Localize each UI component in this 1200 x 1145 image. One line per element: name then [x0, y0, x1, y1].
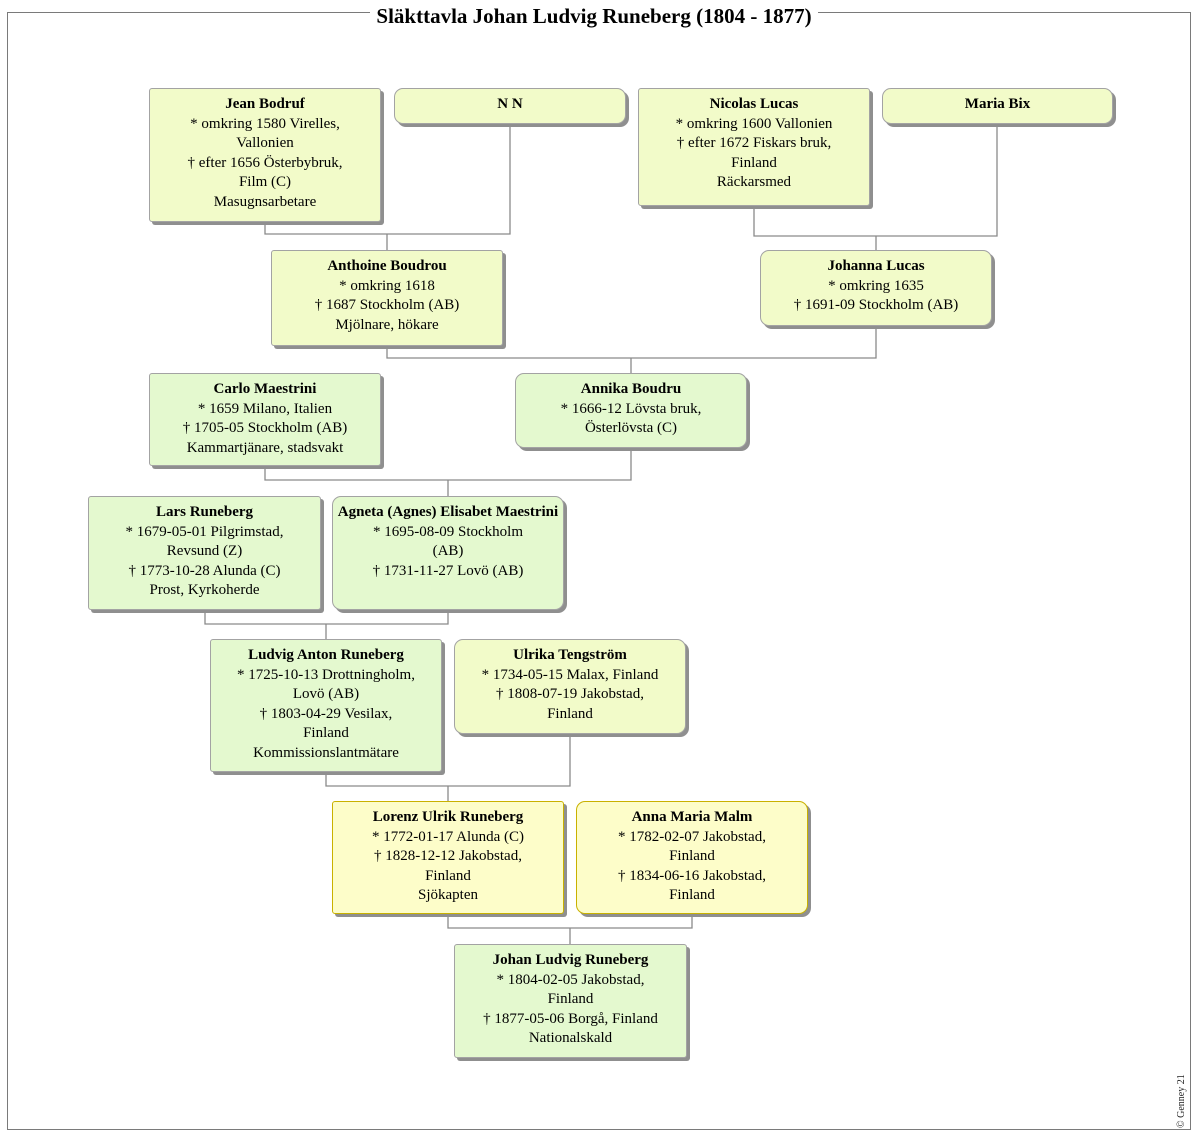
person-annika-boudru[interactable]: Annika Boudru * 1666-12 Lövsta bruk, Öster…: [515, 373, 747, 448]
connector-lorenz-anna: [447, 914, 693, 929]
person-detail-line: * omkring 1600 Vallonien: [675, 115, 833, 132]
person-detail-line: Prost, Kyrkoherde: [149, 582, 260, 599]
person-name: Johan Ludvig Runeberg: [492, 952, 649, 968]
person-lorenz-ulrik-runeberg[interactable]: Lorenz Ulrik Runeberg * 1772-01-17 Alunda…: [332, 801, 564, 914]
chart-title: Släkttavla Johan Ludvig Runeberg (1804 -…: [0, 4, 1188, 29]
person-name: Johanna Lucas: [827, 258, 925, 274]
person-detail-line: † 1808-07-19 Jakobstad,: [496, 686, 644, 703]
connector-lars-agneta: [204, 610, 449, 625]
person-detail-line: * 1666-12 Lövsta bruk,: [560, 400, 702, 417]
person-ludvig-anton-runeberg[interactable]: Ludvig Anton Runeberg * 1725-10-13 Drottn…: [210, 639, 442, 772]
person-detail-line: * 1725-10-13 Drottningholm,: [237, 666, 415, 683]
person-detail-line: * 1695-08-09 Stockholm: [373, 523, 523, 540]
person-name: Lorenz Ulrik Runeberg: [372, 809, 524, 825]
person-agneta-maestrini[interactable]: Agneta (Agnes) Elisabet Maestrini * 1695-…: [332, 496, 564, 610]
person-detail-line: Finland: [303, 725, 349, 742]
person-detail-line: * 1659 Milano, Italien: [197, 400, 333, 417]
person-detail-line: † 1705-05 Stockholm (AB): [182, 420, 348, 437]
person-detail-line: † 1687 Stockholm (AB): [314, 297, 460, 314]
person-detail-line: † 1828-12-12 Jakobstad,: [374, 848, 522, 865]
person-detail-line: (AB): [432, 543, 464, 560]
person-carlo-maestrini[interactable]: Carlo Maestrini * 1659 Milano, Italien † 1…: [149, 373, 381, 466]
person-name: Ludvig Anton Runeberg: [248, 647, 404, 663]
person-anthoine-boudrou[interactable]: Anthoine Boudrou * omkring 1618 † 1687 Sto…: [271, 250, 503, 346]
person-ulrika-tengstrom[interactable]: Ulrika Tengström * 1734-05-15 Malax, Finl…: [454, 639, 686, 734]
person-detail-line: Lovö (AB): [292, 686, 360, 703]
person-detail-line: Räckarsmed: [716, 174, 792, 191]
person-detail-line: Sjökapten: [418, 887, 478, 904]
person-detail-line: † efter 1672 Fiskars bruk,: [676, 135, 832, 152]
person-detail-line: Kommissionslantmätare: [253, 744, 399, 761]
person-johanna-lucas[interactable]: Johanna Lucas * omkring 1635 † 1691-09 Sto…: [760, 250, 992, 326]
person-maria-bix[interactable]: Maria Bix: [882, 88, 1113, 124]
person-detail-line: * omkring 1618: [339, 277, 435, 294]
person-detail-line: Vallonien: [236, 135, 294, 152]
person-detail-line: Österlövsta (C): [584, 420, 678, 437]
person-detail-line: Revsund (Z): [166, 543, 243, 560]
person-detail-line: Finland: [731, 154, 777, 171]
person-name: Anthoine Boudrou: [327, 258, 447, 274]
person-detail-line: Finland: [669, 848, 715, 865]
person-detail-line: * 1772-01-17 Alunda (C): [371, 828, 525, 845]
person-n-n[interactable]: N N: [394, 88, 626, 124]
person-detail-line: Finland: [547, 991, 594, 1008]
person-detail-line: * omkring 1635: [828, 277, 924, 294]
person-name: Maria Bix: [964, 96, 1031, 112]
person-detail-line: * 1679-05-01 Pilgrimstad,: [125, 523, 284, 540]
person-detail-line: * 1782-02-07 Jakobstad,: [618, 828, 766, 845]
person-detail-line: Finland: [669, 887, 715, 904]
person-detail-line: † 1691-09 Stockholm (AB): [793, 297, 959, 314]
person-detail-line: Finland: [425, 867, 471, 884]
person-johan-ludvig-runeberg[interactable]: Johan Ludvig Runeberg * 1804-02-05 Jakobs…: [454, 944, 687, 1058]
person-detail-line: * 1734-05-15 Malax, Finland: [481, 666, 659, 683]
person-name: Ulrika Tengström: [513, 647, 627, 663]
person-detail-line: † 1803-04-29 Vesilax,: [259, 705, 393, 722]
person-name: Nicolas Lucas: [709, 96, 799, 112]
person-detail-line: † 1834-06-16 Jakobstad,: [618, 867, 766, 884]
person-detail-line: † 1731-11-27 Lovö (AB): [372, 562, 524, 579]
person-name: Annika Boudru: [580, 381, 682, 397]
person-lars-runeberg[interactable]: Lars Runeberg * 1679-05-01 Pilgrimstad, Re…: [88, 496, 321, 610]
person-name: Carlo Maestrini: [213, 381, 317, 397]
copyright-notice: © Genney 21: [1176, 1074, 1187, 1128]
person-detail-line: Kammartjänare, stadsvakt: [186, 439, 344, 456]
person-detail-line: * omkring 1580 Virelles,: [190, 115, 340, 132]
person-jean-bodruf[interactable]: Jean Bodruf * omkring 1580 Virelles, Vallo…: [149, 88, 381, 222]
person-name: N N: [497, 96, 523, 112]
person-detail-line: Masugnsarbetare: [213, 193, 317, 210]
person-detail-line: Finland: [547, 705, 593, 722]
person-name: Lars Runeberg: [155, 504, 254, 520]
person-anna-maria-malm[interactable]: Anna Maria Malm * 1782-02-07 Jakobstad, Fi…: [576, 801, 808, 914]
person-detail-line: Mjölnare, hökare: [335, 316, 439, 333]
person-nicolas-lucas[interactable]: Nicolas Lucas * omkring 1600 Vallonien † e…: [638, 88, 870, 206]
person-name: Agneta (Agnes) Elisabet Maestrini: [337, 504, 559, 520]
person-detail-line: † 1877-05-06 Borgå, Finland: [483, 1010, 658, 1027]
person-detail-line: * 1804-02-05 Jakobstad,: [496, 971, 645, 988]
person-detail-line: Film (C): [238, 174, 292, 191]
person-detail-line: † efter 1656 Österbybruk,: [187, 154, 343, 171]
person-name: Jean Bodruf: [225, 96, 305, 112]
person-detail-line: † 1773-10-28 Alunda (C): [128, 562, 281, 579]
person-detail-line: Nationalskald: [528, 1030, 613, 1047]
person-name: Anna Maria Malm: [631, 809, 753, 825]
